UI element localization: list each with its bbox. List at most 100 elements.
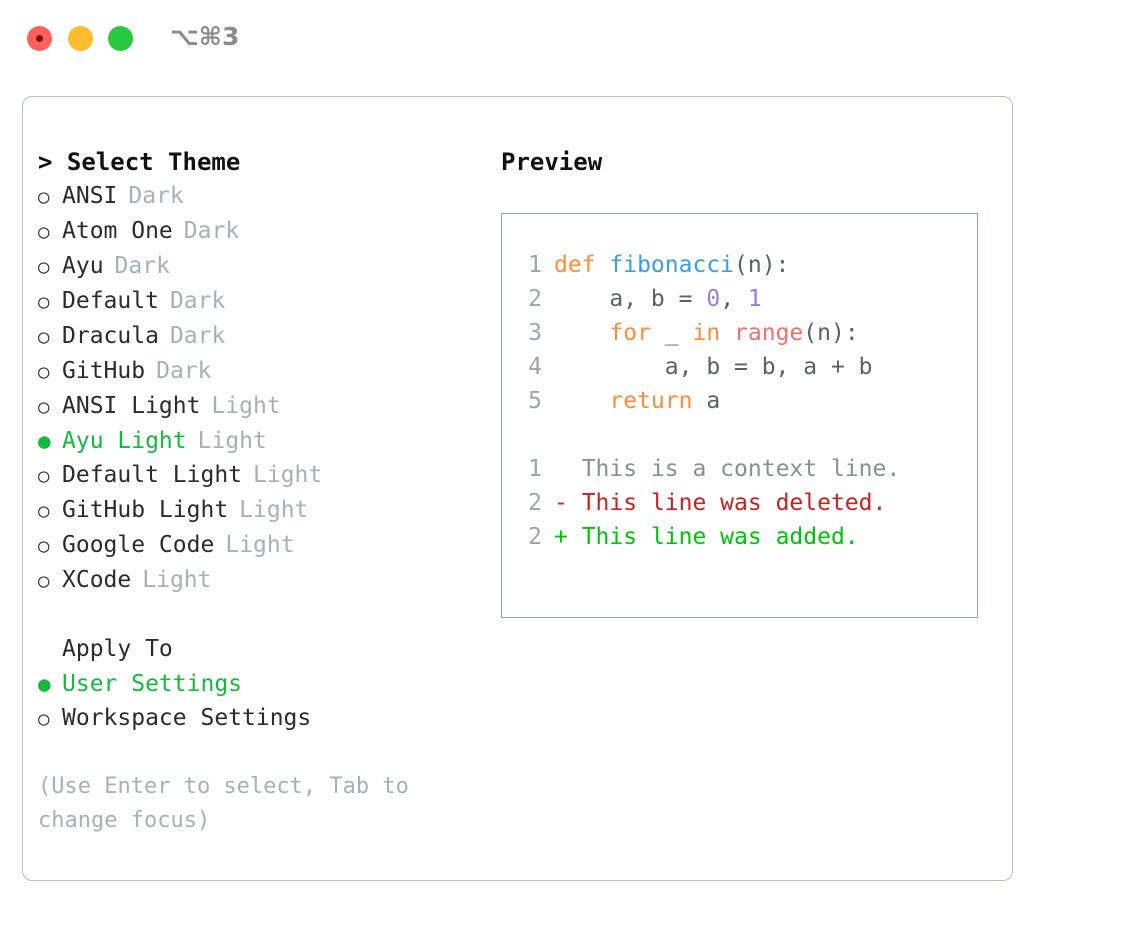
- code-token-pl: _: [650, 320, 693, 346]
- code-line-content: return a: [554, 384, 720, 418]
- radio-unselected-icon: ○: [38, 535, 50, 557]
- theme-option-tag: Light: [239, 497, 309, 523]
- theme-option-atom-one[interactable]: ○ Atom One Dark: [38, 214, 478, 249]
- theme-option-github[interactable]: ○ GitHub Dark: [38, 354, 478, 389]
- code-line: 5 return a: [502, 384, 977, 418]
- theme-option-label: Atom One: [62, 218, 173, 244]
- select-theme-header: > Select Theme: [38, 148, 241, 176]
- keyboard-shortcut-label: ⌥⌘3: [170, 22, 240, 51]
- code-diff-spacer: [502, 418, 977, 452]
- radio-unselected-icon: ○: [38, 186, 50, 208]
- theme-option-label: Default: [62, 288, 159, 314]
- radio-unselected-icon: ○: [38, 465, 50, 487]
- maximize-button[interactable]: [108, 26, 133, 51]
- code-token-pl: a, b =: [554, 286, 707, 312]
- diff-line-content: This line was deleted.: [567, 490, 887, 516]
- code-line-number: 1: [528, 252, 542, 278]
- code-line: 3 for _ in range(n):: [502, 316, 977, 350]
- apply-to-option-label: Workspace Settings: [62, 705, 312, 731]
- radio-unselected-icon: ○: [38, 708, 50, 730]
- apply-to-header-bullet-placeholder: ○: [38, 633, 62, 667]
- code-line: 2 a, b = 0, 1: [502, 282, 977, 316]
- diff-line-number: 2: [528, 524, 542, 550]
- code-line: 4 a, b = b, a + b: [502, 350, 977, 384]
- theme-option-label: Ayu Light: [62, 428, 187, 454]
- theme-option-label: ANSI Light: [62, 393, 201, 419]
- close-button[interactable]: [27, 26, 52, 51]
- theme-option-default[interactable]: ○ Default Dark: [38, 284, 478, 319]
- diff-sample: 1 This is a context line.2- This line wa…: [502, 452, 977, 554]
- diff-line-add: 2+ This line was added.: [502, 520, 977, 554]
- code-token-pl: a: [692, 388, 721, 414]
- code-token-num: 1: [747, 286, 762, 312]
- code-line-number: 3: [528, 320, 542, 346]
- section-spacer: [38, 598, 478, 632]
- apply-to-option-workspace-settings[interactable]: ○ Workspace Settings: [38, 701, 478, 736]
- radio-selected-icon: ●: [38, 672, 51, 696]
- theme-option-default-light[interactable]: ○ Default Light Light: [38, 458, 478, 493]
- code-line-number: 2: [528, 286, 542, 312]
- radio-unselected-icon: ○: [38, 326, 50, 348]
- radio-unselected-icon: ○: [38, 396, 50, 418]
- code-line-content: def fibonacci(n):: [554, 248, 789, 282]
- theme-option-tag: Dark: [128, 183, 184, 209]
- theme-option-github-light[interactable]: ○ GitHub Light Light: [38, 493, 478, 528]
- code-line: 1 def fibonacci(n):: [502, 248, 977, 282]
- theme-option-tag: Light: [225, 532, 295, 558]
- preview-header: Preview: [501, 148, 603, 176]
- code-token-bi: range: [734, 320, 804, 346]
- theme-option-tag: Light: [211, 393, 281, 419]
- theme-option-label: Default Light: [62, 462, 243, 488]
- theme-option-label: ANSI: [62, 183, 118, 209]
- code-line-content: for _ in range(n):: [554, 316, 858, 350]
- code-token-fn: fibonacci: [609, 252, 735, 278]
- theme-option-tag: Dark: [169, 288, 226, 314]
- code-token-kw: def: [554, 252, 610, 278]
- code-line-content: a, b = 0, 1: [554, 282, 762, 316]
- radio-unselected-icon: ○: [38, 361, 50, 383]
- apply-to-option-user-settings[interactable]: ● User Settings: [38, 667, 478, 701]
- code-line-number: 4: [528, 354, 542, 380]
- code-token-num: 0: [706, 286, 721, 312]
- code-token-pl: (n):: [734, 252, 790, 278]
- theme-option-ansi[interactable]: ○ ANSI Dark: [38, 179, 478, 214]
- theme-option-tag: Dark: [183, 218, 240, 244]
- theme-option-label: GitHub Light: [62, 497, 229, 523]
- keyboard-hint-text: (Use Enter to select, Tab to change focu…: [38, 774, 409, 833]
- code-token-pl: [554, 320, 609, 346]
- theme-option-tag: Light: [142, 567, 212, 593]
- code-token-pl: a, b = b, a + b: [554, 354, 873, 380]
- radio-unselected-icon: ○: [38, 221, 50, 243]
- code-token-kw: return: [609, 388, 693, 414]
- code-line-content: a, b = b, a + b: [554, 350, 873, 384]
- code-token-pl: ,: [720, 286, 748, 312]
- radio-unselected-icon: ○: [38, 500, 50, 522]
- theme-option-tag: Dark: [156, 358, 212, 384]
- theme-option-tag: Light: [253, 462, 323, 488]
- radio-selected-icon: ●: [38, 429, 51, 453]
- diff-marker: +: [554, 524, 568, 550]
- theme-option-ansi-light[interactable]: ○ ANSI Light Light: [38, 389, 478, 424]
- theme-option-label: GitHub: [62, 358, 146, 384]
- apply-to-option-label: User Settings: [62, 671, 243, 697]
- diff-line-ctx: 1 This is a context line.: [502, 452, 977, 486]
- apply-to-option-list[interactable]: ● User Settings ○ Workspace Settings: [38, 667, 478, 736]
- theme-option-label: Ayu: [62, 253, 104, 279]
- radio-unselected-icon: ○: [38, 570, 50, 592]
- diff-marker: [554, 452, 568, 486]
- minimize-button[interactable]: [68, 26, 93, 51]
- title-bar: ⌥⌘3: [0, 0, 1140, 78]
- radio-unselected-icon: ○: [38, 291, 50, 313]
- apply-to-header: Apply To: [62, 636, 173, 662]
